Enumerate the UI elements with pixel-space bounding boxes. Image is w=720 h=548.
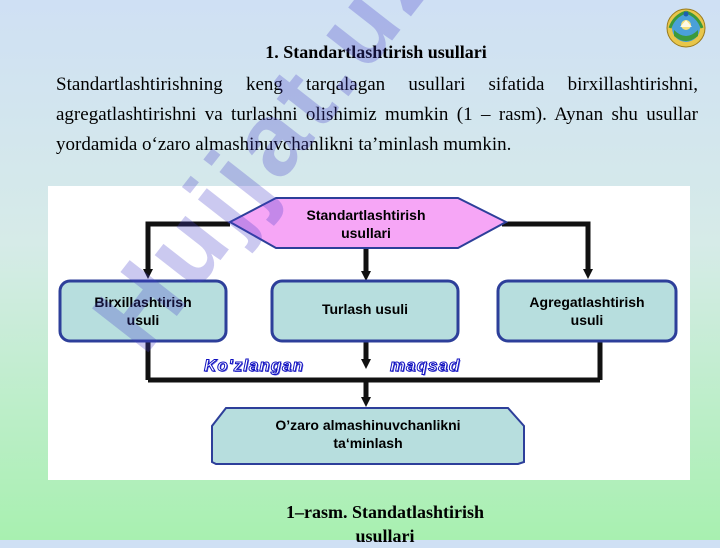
state-emblem-icon [666, 8, 706, 48]
section-heading: 1. Standartlashtirish usullari [265, 42, 487, 62]
right-box-label: Agregatlashtirish usuli [529, 294, 645, 328]
figure-caption: 1–rasm. Standatlashtirish usullari [285, 502, 485, 546]
goal-word-1: Ko'zlangan [204, 356, 304, 376]
box-left [58, 279, 228, 343]
connector-left [143, 221, 230, 279]
top-box-label: Standartlashtirish usullari [306, 207, 426, 241]
box-right [496, 279, 678, 343]
connector-right [502, 221, 593, 279]
intro-paragraph: Standartlashtirishning keng tarqalagan u… [56, 74, 698, 155]
methods-diagram: Standartlashtirish usullari Birxillashti… [48, 186, 690, 480]
middle-box-label: Turlash usuli [321, 301, 409, 317]
box-middle [270, 279, 460, 343]
top-hexagon [227, 197, 509, 249]
bottom-box [211, 407, 525, 465]
bottom-box-label: O’zaro almashinuvchanlikni ta‘minlash [275, 417, 461, 451]
goal-word-2: maqsad [389, 356, 461, 376]
left-box-label: Birxillashtirish usuli [94, 294, 192, 328]
